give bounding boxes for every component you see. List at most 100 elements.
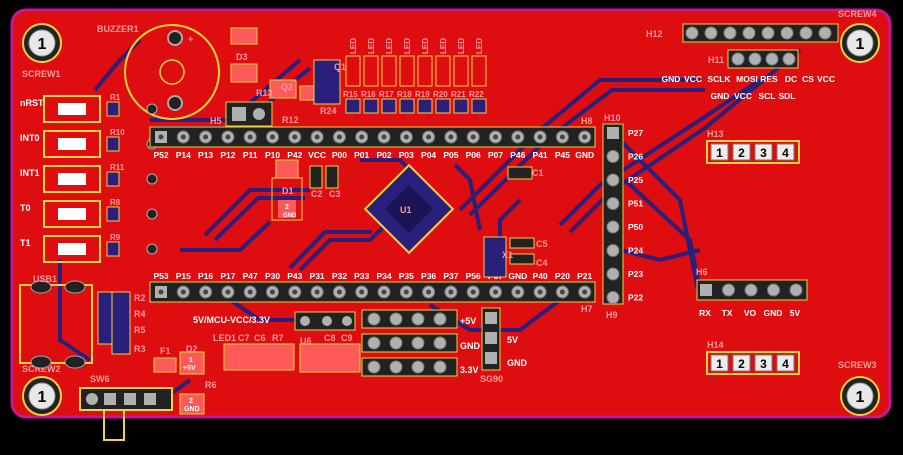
header-pin-label: P33 xyxy=(354,271,369,281)
label-r7: R7 xyxy=(272,333,284,343)
h12-pin-label: MOSI xyxy=(736,74,758,84)
header-pin-number: 3 xyxy=(760,357,767,371)
label-r24: R24 xyxy=(320,106,337,116)
label-c1: C1 xyxy=(532,168,544,178)
power-pad xyxy=(433,360,447,374)
led-body xyxy=(399,55,415,87)
header-pin-number: 4 xyxy=(782,146,789,160)
led-resistor-pad xyxy=(381,98,397,114)
header-pad xyxy=(732,143,751,161)
header-pad xyxy=(606,267,620,281)
led-body xyxy=(381,55,397,87)
label-d3: D3 xyxy=(236,52,248,62)
label-q2: Q2 xyxy=(281,82,293,92)
header-pin-label: P56 xyxy=(466,271,481,281)
button-outline xyxy=(43,130,101,158)
led-label: LED xyxy=(403,38,412,54)
servo-pad xyxy=(485,312,497,324)
h6-pin-label: 5V xyxy=(790,308,801,318)
button-label: nRST xyxy=(20,98,44,108)
header-drill xyxy=(158,134,164,140)
label-h11: H11 xyxy=(708,55,724,65)
header-drill xyxy=(314,134,320,140)
header-drill xyxy=(448,289,454,295)
button-label: INT1 xyxy=(20,168,40,178)
header-pad xyxy=(606,150,620,163)
led-resistor-pad xyxy=(399,98,415,114)
header-pad xyxy=(782,52,796,66)
usb-area xyxy=(19,280,131,369)
header-pin-label: P20 xyxy=(555,271,570,281)
label-r3: R3 xyxy=(134,344,146,354)
led-resistor-pad xyxy=(471,98,487,114)
header-pin-label: P47 xyxy=(243,271,258,281)
led-label: LED xyxy=(385,38,394,54)
header-pin-label: P17 xyxy=(220,271,235,281)
header-pad xyxy=(780,26,794,40)
header-pad xyxy=(606,291,620,304)
label-u6: U6 xyxy=(300,336,312,346)
header-drill xyxy=(359,289,365,295)
header-drill xyxy=(403,289,409,295)
h11-pin-label: SDL xyxy=(779,91,796,101)
header-pin-label: P40 xyxy=(533,271,548,281)
label-d1: D1 xyxy=(282,186,294,196)
label-usb1: USB1 xyxy=(33,274,57,284)
button-resistor xyxy=(106,136,120,152)
power-pad xyxy=(322,316,332,326)
label-power-select: 5V/MCU-VCC/3.3V xyxy=(193,315,270,325)
header-outline xyxy=(706,351,800,375)
label-d2-gnd: GND xyxy=(184,406,200,413)
button-via xyxy=(146,208,158,220)
d3-transistor-area xyxy=(225,27,341,127)
header-pin-label: P53 xyxy=(153,271,168,281)
header-pad xyxy=(748,52,762,66)
label-led1: LED1 xyxy=(213,333,236,343)
label-sg90: SG90 xyxy=(480,374,503,384)
label-h8: H8 xyxy=(581,116,593,126)
header-pin-label: P10 xyxy=(265,150,280,160)
label-screw4: SCREW4 xyxy=(838,9,877,19)
header-pin-label: P32 xyxy=(332,271,347,281)
h12-pin-label: GND xyxy=(662,74,681,84)
header-pad xyxy=(723,26,737,40)
header-drill xyxy=(359,134,365,140)
label-h12: H12 xyxy=(646,29,663,39)
led-resistor-label: R19 xyxy=(415,90,430,99)
h12-pads xyxy=(685,26,832,40)
label-3v3: 3.3V xyxy=(460,365,479,375)
led-label: LED xyxy=(367,38,376,54)
label-r13: R13 xyxy=(256,88,273,98)
header-pad xyxy=(700,284,712,296)
power-pad xyxy=(367,360,381,374)
header-drill xyxy=(537,134,543,140)
header-pin-number: 2 xyxy=(738,146,745,160)
header-pad xyxy=(722,283,735,297)
header-drill xyxy=(426,289,432,295)
h11-pin-label: VCC xyxy=(734,91,752,101)
header-pad xyxy=(761,26,775,40)
label-screw1: SCREW1 xyxy=(22,69,61,79)
header-pin-label: P27 xyxy=(628,128,643,138)
label-screw2: SCREW2 xyxy=(22,364,61,374)
label-plus5v: +5V xyxy=(460,316,476,326)
header-drill xyxy=(292,289,298,295)
header-pin-label: P50 xyxy=(628,222,643,232)
button-resistor-label: R10 xyxy=(110,128,125,137)
label-c5: C5 xyxy=(536,239,548,249)
led-resistor-pad xyxy=(453,98,469,114)
header-drill xyxy=(336,289,342,295)
header-pin-label: P36 xyxy=(421,271,436,281)
screw2-pin: 1 xyxy=(38,389,47,406)
label-sg90-5v: 5V xyxy=(507,335,518,345)
button-resistor-label: R8 xyxy=(110,198,121,207)
header-pad xyxy=(606,220,620,234)
h6-pin-label: VO xyxy=(744,308,757,318)
power-pad xyxy=(300,316,310,326)
h12-pin-label: SCLK xyxy=(707,74,731,84)
header-pin-number: 2 xyxy=(738,357,745,371)
